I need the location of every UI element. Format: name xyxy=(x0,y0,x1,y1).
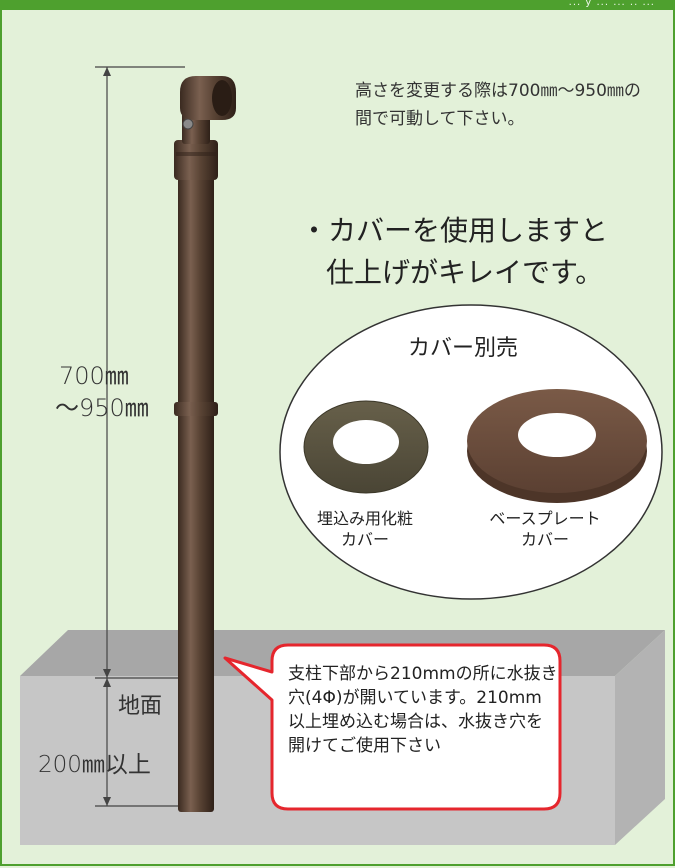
cover-panel xyxy=(279,304,663,600)
cover-panel-title: カバー別売 xyxy=(407,336,518,361)
cover-point: ・カバーを使用しますと 仕上げがキレイです。 xyxy=(300,210,660,294)
callout-box xyxy=(223,643,562,811)
header-partial-text: ... y ... ... .. ... xyxy=(568,0,655,8)
embedded-cover-label: 埋込み用化粧 カバー xyxy=(290,508,440,550)
handrail-pole xyxy=(174,76,236,812)
bracket-opening xyxy=(212,80,232,116)
baseplate-cover-label-line1: ベースプレート xyxy=(489,509,601,528)
header-bar: ... y ... ... .. ... xyxy=(0,0,675,10)
dimension-lines xyxy=(95,66,185,807)
embedded-cover-ring xyxy=(303,400,429,494)
embedded-cover-label-line1: 埋込み用化粧 xyxy=(316,509,413,528)
pole-body xyxy=(178,150,214,812)
height-dimension-label: 700㎜ ～950㎜ xyxy=(55,360,149,424)
pivot-bolt xyxy=(182,118,194,130)
embedded-cover-label-line2: カバー xyxy=(340,530,389,549)
height-dimension-line1: 700㎜ xyxy=(59,362,129,390)
baseplate-cover-label-line2: カバー xyxy=(520,530,569,549)
callout-bubble xyxy=(223,643,562,811)
adjust-note: 高さを変更する際は700㎜～950㎜の間で可動して下さい。 xyxy=(355,81,641,129)
ground-label: 地面 xyxy=(118,694,163,719)
ground-side xyxy=(615,630,665,845)
height-dimension-line2: ～950㎜ xyxy=(55,394,149,422)
baseplate-cover-label: ベースプレート カバー xyxy=(460,508,630,550)
depth-dimension-label: 200㎜以上 xyxy=(38,752,151,778)
pole-upper-collar xyxy=(174,140,218,180)
baseplate-cover-ring xyxy=(467,389,647,503)
cover-point-line1: ・カバーを使用しますと xyxy=(300,214,609,247)
pole-sleeve-joint xyxy=(174,402,218,416)
dimension-arrows xyxy=(103,67,111,806)
cover-point-line2: 仕上げがキレイです。 xyxy=(326,256,604,289)
drain-hole-callout-text: 支柱下部から210mmの所に水抜き穴(4Φ)が開いています。210mm以上埋め込… xyxy=(288,664,558,756)
